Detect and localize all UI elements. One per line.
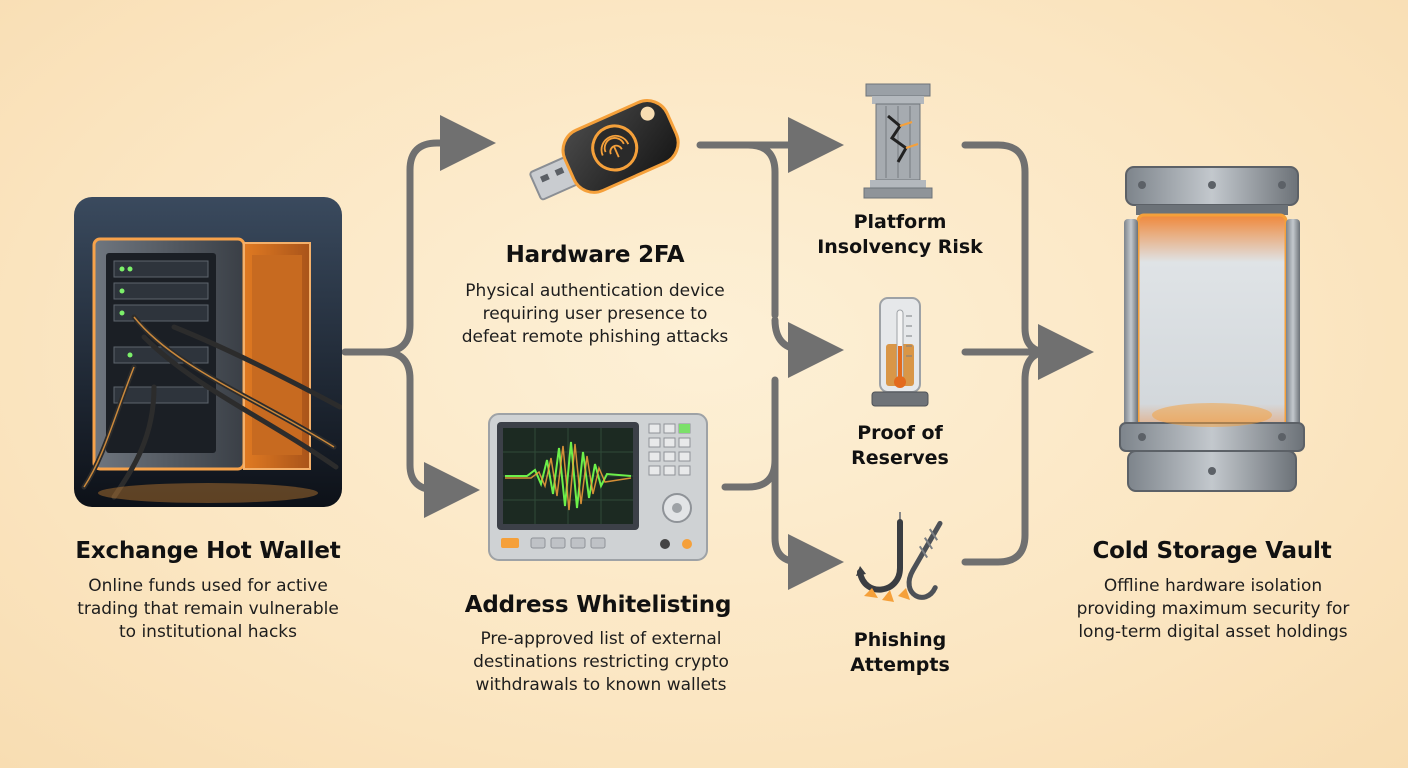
server-rack-icon [74, 197, 342, 507]
connector-to-2fa [379, 115, 496, 356]
reserves-label: Proof of Reserves [851, 422, 949, 469]
connector-to-whitelisting [379, 348, 480, 518]
hardware-2fa-description: Physical authentication device requiring… [461, 281, 729, 347]
cold-storage-title: Cold Storage Vault [1092, 538, 1332, 564]
address-whitelisting-description: Pre-approved list of external destinatio… [473, 629, 729, 695]
fish-hook-icon [856, 512, 943, 602]
thermometer-icon [871, 297, 929, 407]
address-whitelisting-title: Address Whitelisting [464, 592, 732, 618]
hot-wallet-description: Online funds used for active trading tha… [77, 576, 339, 642]
hardware-2fa-title: Hardware 2FA [505, 242, 685, 268]
cracked-pillar-icon [863, 83, 933, 199]
vault-cylinder-icon [1119, 166, 1305, 492]
connector-to-phishing [771, 376, 844, 590]
usb-security-key-icon [529, 99, 680, 201]
connector-whitelist-out [721, 378, 779, 491]
oscilloscope-icon [488, 413, 708, 561]
insolvency-label: Platform Insolvency Risk [817, 211, 983, 258]
connector-to-reserves [771, 316, 844, 378]
phishing-label: Phishing Attempts [850, 629, 950, 676]
connector-phishing-out [961, 348, 1052, 566]
hot-wallet-title: Exchange Hot Wallet [75, 538, 341, 564]
cold-storage-description: Offline hardware isolation providing max… [1076, 576, 1350, 642]
